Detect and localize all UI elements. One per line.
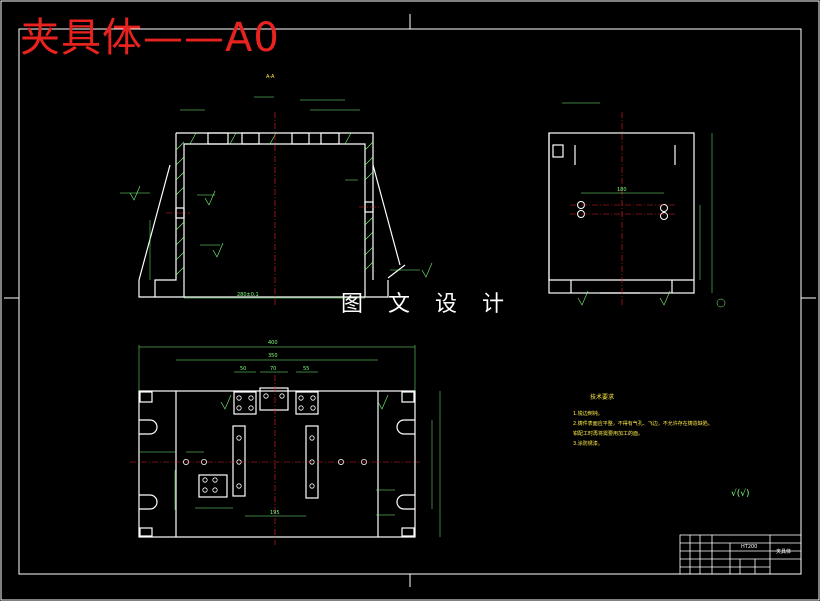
title-block-part-name: 夹具体 <box>776 549 792 555</box>
title-block <box>679 534 802 575</box>
front-centerlines <box>166 112 380 305</box>
side-view <box>548 132 695 294</box>
tech-note-2: 2.铸件表面应平整，不得有气孔、飞边，不允许存在铸造缺陷。 <box>573 421 713 427</box>
side-dimensions <box>562 102 726 308</box>
dim-plan-spacing: 195 <box>270 510 280 516</box>
plan-centerlines <box>130 375 420 545</box>
drawing-title: 夹具体——A0 <box>20 15 280 61</box>
tech-note-4: 3.涂防锈漆。 <box>573 441 603 447</box>
section-label: A-A <box>266 74 275 80</box>
general-roughness-symbol: √(√) <box>731 489 750 499</box>
title-block-code: HT200 <box>741 544 758 550</box>
dim-plan-overall: 400 <box>268 340 278 346</box>
watermark-text: 图 文 设 计 <box>341 292 513 317</box>
front-dimensions <box>120 96 420 299</box>
dim-top-view-width: 280±0.1 <box>237 292 259 298</box>
dim-plan-top-3: 55 <box>303 366 310 372</box>
tech-note-3: 钳配工时再将需要用加工的面。 <box>573 431 644 437</box>
dim-plan-top-2: 70 <box>270 366 277 372</box>
plan-dimensions <box>138 345 441 537</box>
front-section-view <box>138 132 406 298</box>
roughness-marks <box>129 185 671 410</box>
side-centerlines <box>570 112 675 305</box>
frame-ticks <box>4 14 816 587</box>
tech-requirements-title: 技术要求 <box>590 394 615 401</box>
tech-note-1: 1.锐边倒钝。 <box>573 411 603 417</box>
dim-plan-top-1: 50 <box>240 366 247 372</box>
dim-plan-inner: 350 <box>268 353 278 359</box>
side-holes <box>577 201 668 220</box>
section-hatch <box>175 132 374 276</box>
dim-side-hole-spacing: 180 <box>617 187 627 193</box>
